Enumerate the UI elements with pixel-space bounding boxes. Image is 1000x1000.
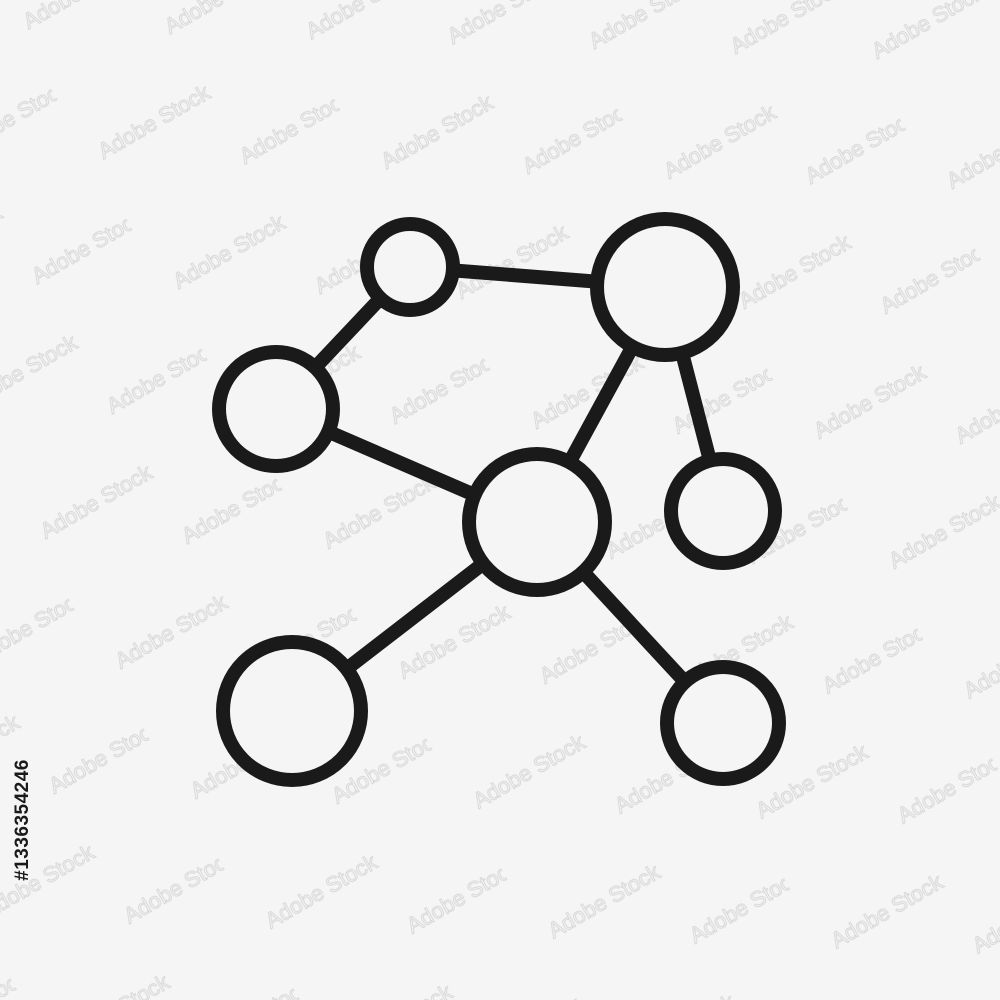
node-top-large (590, 212, 740, 362)
node-center (462, 447, 612, 597)
node-right (664, 452, 782, 570)
node-bottom-left (216, 635, 368, 787)
stock-id-label: #1336354246 (12, 759, 33, 881)
node-bottom-right (660, 660, 786, 786)
network-nodes (212, 212, 786, 787)
node-top-small (360, 217, 460, 317)
node-left (212, 345, 340, 473)
